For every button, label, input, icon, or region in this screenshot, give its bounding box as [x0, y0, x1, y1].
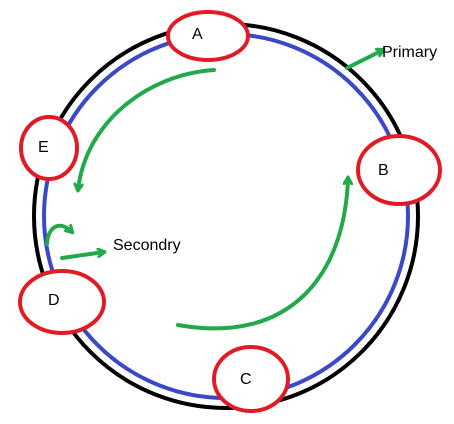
- node-a-label: A: [192, 26, 203, 43]
- node-b-circle: [356, 134, 442, 206]
- secondary-arrow: [60, 252, 104, 260]
- node-b-label: B: [378, 162, 389, 179]
- node-d-circle: [18, 269, 106, 335]
- clockwise-arrow-d-to-b: [176, 178, 348, 331]
- node-a-circle: [166, 10, 250, 62]
- secondary-label: Secondry: [113, 237, 181, 254]
- outer-ring: [32, 22, 420, 410]
- curl-arrow-near-e-d: [45, 226, 72, 246]
- primary-label: Primary: [382, 44, 438, 61]
- primary-arrow: [345, 50, 383, 70]
- node-e-circle: [19, 115, 79, 181]
- counterclockwise-arrow-a-to-e: [78, 68, 216, 190]
- node-c-circle: [212, 345, 290, 413]
- inner-ring: [42, 32, 410, 400]
- node-e-label: E: [38, 139, 49, 156]
- node-d-label: D: [48, 292, 60, 309]
- node-c-label: C: [240, 371, 252, 388]
